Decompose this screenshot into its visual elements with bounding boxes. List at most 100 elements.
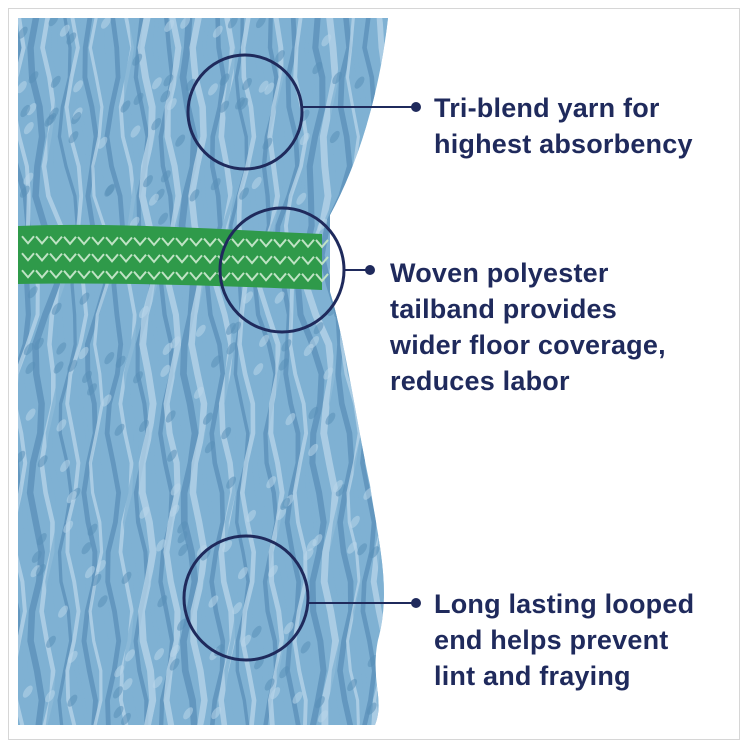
yarn-twist	[268, 565, 278, 578]
yarn-twist	[35, 564, 46, 577]
yarn-twist	[96, 560, 106, 573]
tailband-weave	[259, 272, 273, 282]
yarn-twist	[170, 336, 181, 349]
yarn-twist	[325, 412, 336, 425]
yarn-twist	[18, 450, 26, 463]
yarn-twist	[104, 352, 115, 365]
yarn-twist	[56, 342, 67, 355]
yarn-twist	[208, 83, 218, 96]
yarn-twist	[264, 82, 275, 95]
yarn-twist	[219, 100, 230, 113]
yarn-twist	[313, 322, 324, 335]
yarn-twist	[71, 112, 82, 125]
yarn-twist	[208, 595, 219, 608]
callout-tailband-text: Woven polyester tailband provides wider …	[390, 258, 666, 396]
yarn-twist	[115, 355, 126, 368]
tailband-weave	[315, 239, 329, 249]
yarn-twist	[157, 595, 168, 608]
yarn-twist	[46, 635, 56, 648]
yarn-twist	[113, 705, 124, 719]
yarn-twist	[170, 483, 181, 496]
yarn-twist	[160, 364, 171, 377]
tailband-weave	[203, 254, 217, 265]
yarn-twist	[211, 706, 222, 720]
yarn-twist	[356, 181, 367, 195]
yarn-twist	[133, 371, 143, 384]
yarn-twist	[231, 321, 242, 334]
yarn-twist	[211, 355, 221, 368]
yarn-twist	[23, 122, 34, 135]
tailband-weave	[301, 273, 315, 283]
yarn-twist	[323, 367, 334, 380]
yarn-twist	[270, 687, 281, 700]
yarn-twist	[84, 566, 95, 579]
yarn-twist	[163, 74, 174, 87]
yarn-twist	[23, 343, 34, 356]
yarn-twist	[308, 443, 319, 457]
yarn-twist	[212, 25, 223, 38]
yarn-twist	[253, 363, 264, 376]
yarn-twist	[36, 533, 47, 546]
yarn-twist	[169, 658, 180, 671]
leader-dot-2	[365, 265, 375, 275]
tailband-weave	[119, 236, 133, 247]
yarn-twist	[50, 75, 61, 88]
yarn-twist	[78, 346, 89, 360]
tailband-weave	[287, 255, 301, 266]
tailband-weave	[203, 271, 217, 282]
yarn-twist	[314, 696, 325, 709]
tailband-weave	[147, 237, 161, 247]
yarn-twist	[251, 176, 262, 190]
yarn-twist	[178, 543, 189, 557]
yarn-twist	[67, 694, 78, 707]
yarn-twist	[266, 476, 277, 489]
detail-circle-yarn	[186, 53, 304, 171]
yarn-strand	[137, 18, 160, 725]
yarn-twist	[167, 449, 177, 462]
yarn-twist	[121, 571, 132, 584]
yarn-strand	[245, 18, 270, 725]
yarn-strand	[88, 18, 113, 725]
yarn-twist	[177, 618, 187, 631]
tailband-weave	[77, 236, 91, 246]
yarn-twist	[26, 103, 37, 116]
yarn-strand	[26, 18, 61, 725]
tailband-weave	[231, 255, 245, 265]
yarn-twist	[22, 685, 33, 698]
yarn-twist	[151, 118, 162, 131]
yarn-twist	[87, 523, 98, 536]
yarn-twist	[160, 170, 171, 183]
yarn-twist	[105, 183, 116, 196]
tailband-weave	[189, 254, 203, 264]
yarn-twist	[143, 175, 153, 188]
yarn-twist	[175, 134, 186, 147]
yarn-twist	[59, 24, 70, 37]
yarn-twist	[357, 543, 368, 556]
yarn-twist	[53, 361, 64, 374]
yarn-twist	[81, 542, 92, 555]
yarn-twist	[154, 648, 165, 661]
yarn-twist	[299, 132, 310, 146]
tailband-weave	[175, 271, 189, 281]
tailband-weave	[245, 255, 259, 265]
tailband-weave	[133, 254, 147, 264]
yarn-twist	[25, 361, 36, 374]
yarn-twist	[226, 342, 237, 355]
yarn-twist	[246, 509, 257, 523]
tailband-weave	[203, 237, 217, 248]
tailband-weave	[133, 271, 147, 281]
yarn-twist	[349, 515, 360, 528]
tailband-weave	[161, 271, 175, 281]
yarn-twist	[274, 291, 285, 304]
tailband-weave	[231, 272, 245, 282]
yarn-strand	[318, 18, 355, 725]
yarn-twist	[112, 686, 123, 699]
yarn-twist	[278, 358, 289, 371]
yarn-twist	[73, 80, 84, 93]
yarn-twist	[232, 602, 243, 615]
callout-looped-end-text: Long lasting looped end helps prevent li…	[434, 589, 695, 691]
yarn-twist	[219, 73, 230, 86]
yarn-twist	[133, 92, 144, 105]
yarn-twist	[58, 605, 68, 618]
tailband-weave	[77, 270, 91, 280]
